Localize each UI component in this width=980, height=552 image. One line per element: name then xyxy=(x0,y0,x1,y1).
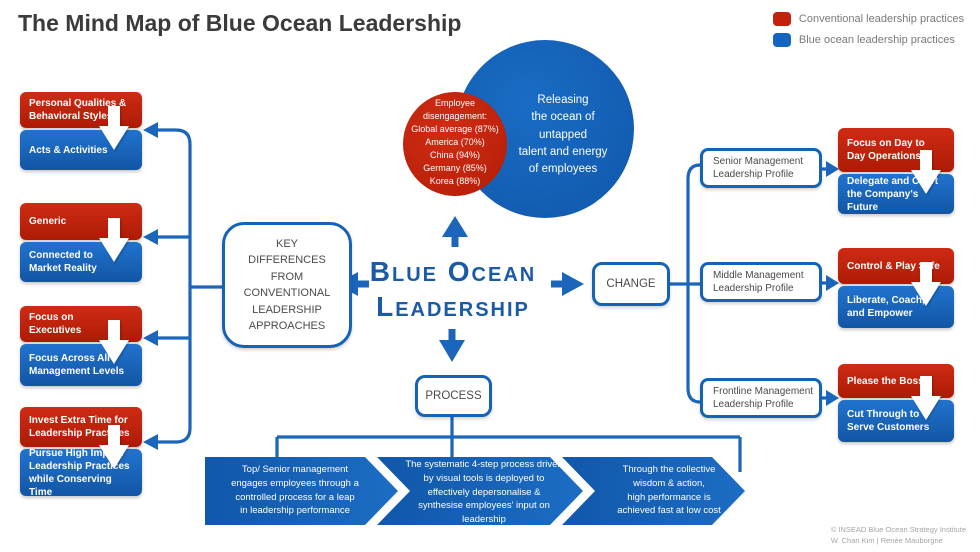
profile-arrowheads xyxy=(826,161,839,406)
change-box: CHANGE xyxy=(592,262,670,306)
process-banner-2 xyxy=(377,457,583,525)
center-heading-line1: Blue Ocean xyxy=(369,256,537,287)
red-practice-label: Invest Extra Time for Leadership Practic… xyxy=(29,415,130,439)
process-step-2-text: The systematic 4-step process driven by … xyxy=(405,459,563,526)
pair-qualities-vs-acts: Personal Qualities & Behavioral Styles A… xyxy=(20,92,142,170)
pair-generic-vs-market: Generic Connected to Market Reality xyxy=(20,203,142,282)
white-down-arrow-icon xyxy=(99,320,129,364)
red-practice-label: Generic xyxy=(29,216,67,227)
legend: Conventional leadership practices Blue o… xyxy=(772,12,964,47)
blue-ocean-circle xyxy=(456,40,634,218)
red-practice-label: Personal Qualities & Behavioral Styles xyxy=(29,98,127,122)
legend-label: Conventional leadership practices xyxy=(798,13,964,25)
right-connector-tree xyxy=(668,163,701,404)
red-swatch-icon xyxy=(772,12,791,26)
left-arrowheads xyxy=(143,122,158,450)
blue-practice-label: Connected to Market Reality xyxy=(29,250,97,274)
center-heading-line2: Leadership xyxy=(376,291,530,322)
red-practice-box: Invest Extra Time for Leadership Practic… xyxy=(20,407,142,447)
blue-swatch-icon xyxy=(772,33,791,47)
white-down-arrow-icon xyxy=(911,150,941,194)
blue-practice-label: Liberate, Coach, and Empower xyxy=(847,295,925,319)
white-down-arrow-icon xyxy=(99,425,129,469)
pair-executives-vs-all-levels: Focus on Executives Focus Across All Man… xyxy=(20,306,142,386)
pair-senior-practices: Focus on Day to Day Operations Delegate … xyxy=(838,128,954,214)
process-box: PROCESS xyxy=(415,375,492,417)
white-down-arrow-icon xyxy=(911,376,941,420)
copyright-line1: © INSEAD Blue Ocean Strategy Institute xyxy=(830,524,966,534)
employee-disengagement-circle xyxy=(403,92,507,196)
process-connector-tree xyxy=(275,417,742,472)
blue-practice-box: Cut Through to Serve Customers xyxy=(838,400,954,442)
profile-box-senior: Senior Management Leadership Profile xyxy=(700,148,822,188)
pair-middle-practices: Control & Play Safe Liberate, Coach, and… xyxy=(838,248,954,328)
pair-frontline-practices: Please the Boss Cut Through to Serve Cus… xyxy=(838,364,954,442)
blue-practice-label: Focus Across All Management Levels xyxy=(29,353,125,377)
red-practice-box: Personal Qualities & Behavioral Styles xyxy=(20,92,142,128)
blue-circle-text: Releasing the ocean of untapped talent a… xyxy=(518,94,608,175)
blue-practice-box: Liberate, Coach, and Empower xyxy=(838,286,954,328)
key-differences-box: KEY DIFFERENCES FROM CONVENTIONAL LEADER… xyxy=(222,222,352,348)
legend-blue-ocean: Blue ocean leadership practices xyxy=(772,33,964,47)
red-practice-label: Please the Boss xyxy=(847,375,924,387)
blue-practice-box: Delegate and Chart the Company's Future xyxy=(838,174,954,214)
left-connector-tree xyxy=(158,128,222,444)
process-step-3-text: Through the collective wisdom & action, … xyxy=(617,464,721,517)
legend-conventional: Conventional leadership practices xyxy=(772,12,964,26)
red-practice-box: Please the Boss xyxy=(838,364,954,398)
center-arrows xyxy=(357,236,563,341)
copyright-line2: W. Chan Kim | Renée Mauborgne xyxy=(830,535,943,545)
red-circle-text: Employee disengagement: Global average (… xyxy=(411,98,499,187)
pair-extra-time-vs-high-impact: Invest Extra Time for Leadership Practic… xyxy=(20,407,142,498)
center-heading: Blue Ocean Leadership xyxy=(358,254,548,324)
red-practice-label: Focus on Day to Day Operations xyxy=(847,138,925,162)
process-banners xyxy=(205,457,745,525)
copyright-credit: © INSEAD Blue Ocean Strategy Institute W… xyxy=(831,524,966,547)
red-practice-box: Focus on Executives xyxy=(20,306,142,342)
red-practice-box: Focus on Day to Day Operations xyxy=(838,128,954,172)
process-banner-3 xyxy=(562,457,745,525)
process-banner-1 xyxy=(205,457,398,525)
legend-label: Blue ocean leadership practices xyxy=(798,34,955,46)
blue-practice-label: Acts & Activities xyxy=(29,144,108,156)
profile-box-middle: Middle Management Leadership Profile xyxy=(700,262,822,302)
blue-practice-box: Pursue High Impact Leadership Practices … xyxy=(20,448,142,498)
blue-practice-label: Cut Through to Serve Customers xyxy=(847,409,930,433)
profile-box-frontline: Frontline Management Leadership Profile xyxy=(700,378,822,418)
white-down-arrow-icon xyxy=(911,262,941,306)
white-down-arrow-icon xyxy=(99,106,129,150)
red-practice-label: Focus on Executives xyxy=(29,312,82,336)
white-down-arrow-icon xyxy=(99,218,129,262)
page-title: The Mind Map of Blue Ocean Leadership xyxy=(18,10,462,36)
red-practice-box: Generic xyxy=(20,203,142,240)
process-step-1-text: Top/ Senior management engages employees… xyxy=(231,464,359,517)
